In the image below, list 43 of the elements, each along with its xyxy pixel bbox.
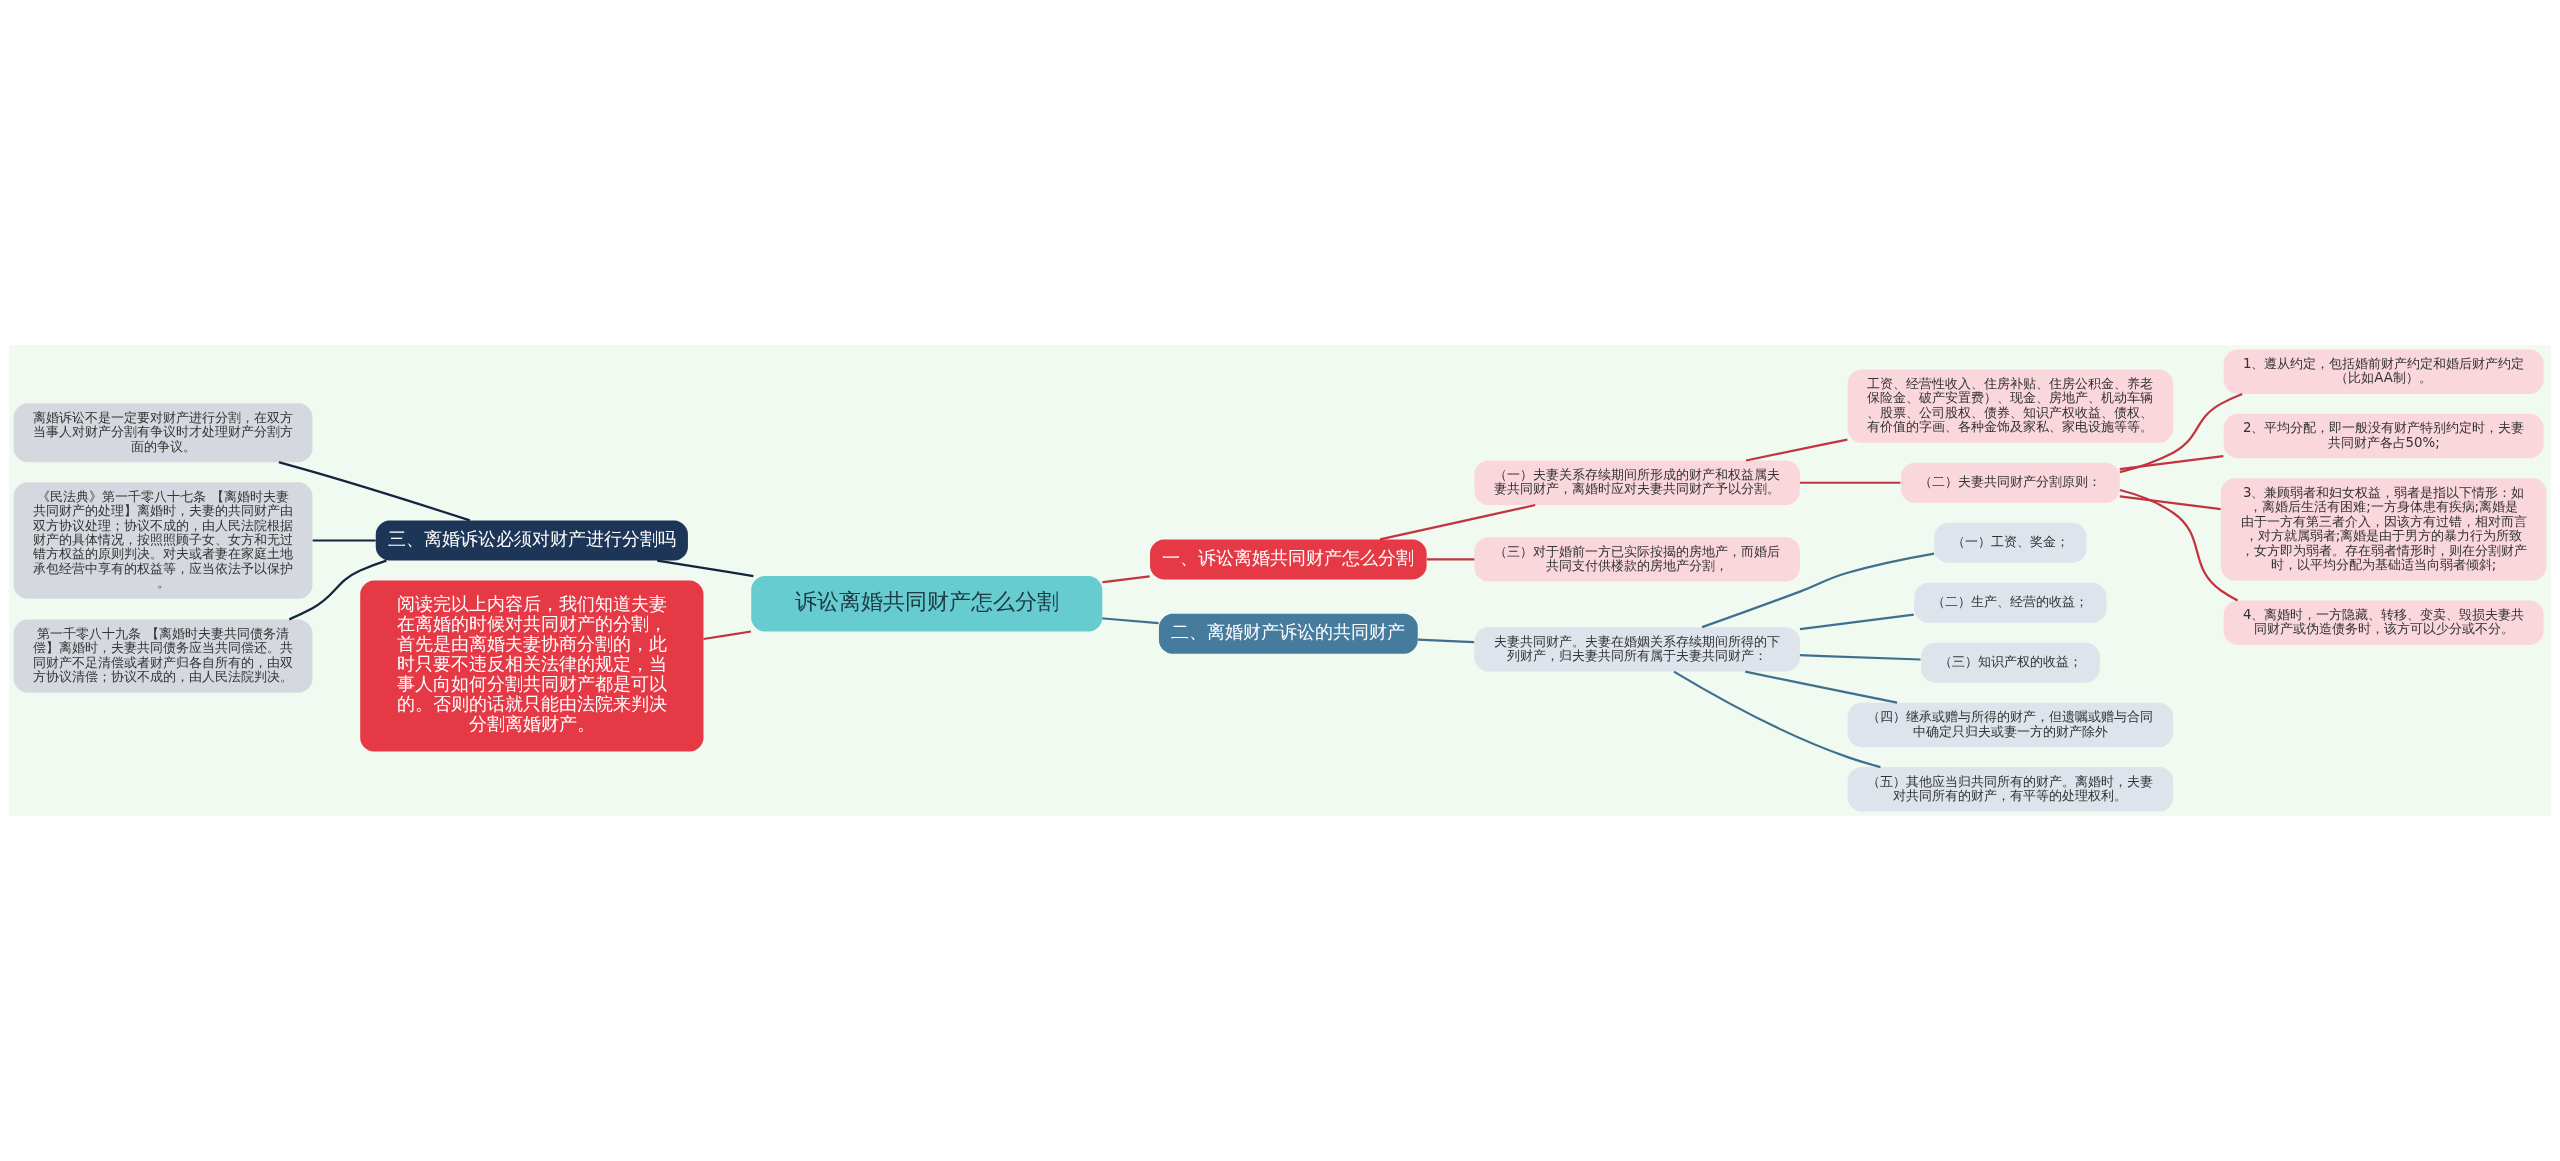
- node-box: 4、离婚时，一方隐藏、转移、变卖、毁损夫妻共同财产或伪造债务时，该方可以少分或不分。: [2223, 600, 2544, 645]
- connector: [288, 559, 387, 621]
- node-box: 2、平均分配，即一般没有财产特别约定时，夫妻共同财产各占50%;: [2223, 413, 2544, 459]
- node-box: 工资、经营性收入、住房补贴、住房公积金、养老保险金、破产安置费）、现金、房地产、机动车辆、股票、公司股权、债券、知识产权收益、债权、有价值的字画、各种金饰及家私、家电设施等等。: [1847, 369, 2174, 443]
- connector: [2119, 495, 2221, 511]
- connector: [1799, 481, 1901, 484]
- connector: [703, 630, 752, 641]
- node-box: （一）工资、奖金；: [1934, 522, 2087, 563]
- node-box: 1、遵从约定，包括婚前财产约定和婚后财产约定（比如AA制）。: [2223, 349, 2544, 394]
- connector: [1417, 638, 1475, 644]
- node-box: （一）夫妻关系存续期间所形成的财产和权益属夫妻共同财产，离婚时应对夫妻共同财产予以分割。: [1474, 460, 1800, 505]
- node-box: （二）夫妻共同财产分割原则：: [1900, 462, 2120, 503]
- node-box: 第一千零八十九条 【离婚时夫妻共同债务清偿】离婚时，夫妻共同债务应当共同偿还。共同财产不足清偿或者财产归各自所有的，由双方协议清偿；协议不成的，由人民法院判决。: [13, 619, 313, 693]
- connector: [1745, 670, 1898, 704]
- node-box: （三）知识产权的收益；: [1920, 642, 2100, 683]
- node-box: （三）对于婚前一方已实际按揭的房地产，而婚后共同支付供楼款的房地产分割，: [1474, 537, 1800, 582]
- connector: [1379, 503, 1536, 541]
- connector: [2119, 455, 2224, 471]
- node-box: 一、诉讼离婚共同财产怎么分割: [1150, 539, 1427, 580]
- node-box: 离婚诉讼不是一定要对财产进行分割，在双方当事人对财产分割有争议时才处理财产分割方面的争议。: [13, 403, 313, 463]
- connector: [278, 461, 471, 522]
- node-box: 二、离婚财产诉讼的共同财产: [1158, 613, 1418, 654]
- node-box: 三、离婚诉讼必须对财产进行分割吗: [375, 520, 688, 561]
- connector: [1673, 670, 1881, 769]
- connector: [1745, 438, 1848, 462]
- connector: [1799, 613, 1914, 631]
- connector: [1799, 654, 1921, 661]
- connector: [657, 559, 754, 578]
- connector: [2119, 393, 2243, 474]
- node-box: （二）生产、经营的收益；: [1914, 582, 2107, 623]
- node-box: （四）继承或赠与所得的财产，但遗嘱或赠与合同中确定只归夫或妻一方的财产除外: [1847, 702, 2174, 748]
- connector: [1701, 552, 1935, 629]
- node-box: 《民法典》第一千零八十七条 【离婚时夫妻共同财产的处理】离婚时，夫妻的共同财产由双方协议处理；协议不成的，由人民法院根据财产的具体情况，按照照顾子女、女方和无过错方权益的原则判决。对夫或者妻在家庭土地承包经营中享有的权益等，应当依法予以保护。: [13, 482, 313, 599]
- node-box: 阅读完以上内容后，我们知道夫妻在离婚的时候对共同财产的分割，首先是由离婚夫妻协商分割的，此时只要不违反相关法律的规定，当事人向如何分割共同财产都是可以的。否则的话就只能由法院来判决分割离婚财产。: [360, 580, 704, 752]
- connector: [1426, 558, 1475, 561]
- connector: [1102, 575, 1150, 584]
- connector: [312, 539, 376, 542]
- connector: [2119, 488, 2239, 602]
- node-box: 诉讼离婚共同财产怎么分割: [751, 576, 1103, 632]
- node-box: 3、兼顾弱者和妇女权益，弱者是指以下情形：如，离婚后生活有困难;一方身体患有疾病;离婚是由于一方有第三者介入，因该方有过错，相对而言，对方就属弱者;离婚是由于男方的暴力行为所致，女方即为弱者。存在弱者情形时，则在分割财产时，以平均分配为基础适当向弱者倾斜;: [2220, 478, 2547, 581]
- node-box: 夫妻共同财产。夫妻在婚姻关系存续期间所得的下列财产，归夫妻共同所有属于夫妻共同财产：: [1474, 627, 1800, 672]
- node-box: （五）其他应当归共同所有的财产。离婚时，夫妻对共同所有的财产，有平等的处理权利。: [1847, 767, 2174, 812]
- connector: [1102, 617, 1159, 625]
